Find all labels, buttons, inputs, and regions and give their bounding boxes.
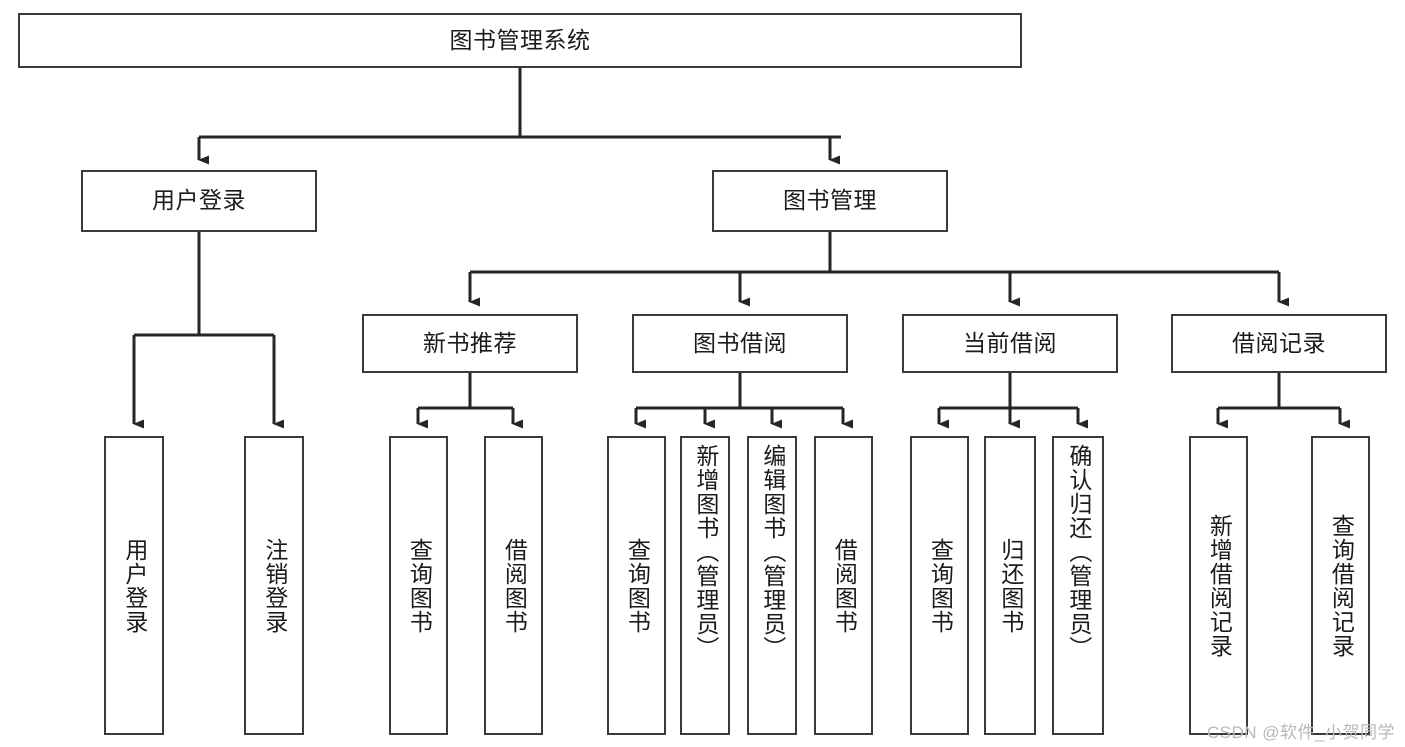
node-user-login-label: 用户登录 bbox=[152, 187, 246, 214]
node-new-book-recommend[interactable]: 新书推荐 bbox=[362, 314, 578, 373]
leaf-user-login-label: 用户登录 bbox=[121, 537, 148, 634]
leaf-borrow-book-recommend[interactable]: 借阅图书 bbox=[484, 436, 543, 735]
node-book-management-label: 图书管理 bbox=[783, 187, 877, 214]
leaf-query-book-borrow[interactable]: 查询图书 bbox=[607, 436, 666, 735]
leaf-query-book-recommend-label: 查询图书 bbox=[406, 537, 433, 634]
node-current-borrow-label: 当前借阅 bbox=[963, 329, 1057, 356]
leaf-borrow-book-recommend-label: 借阅图书 bbox=[501, 537, 528, 634]
leaf-logout-label: 注销登录 bbox=[261, 537, 288, 634]
leaf-return-book[interactable]: 归还图书 bbox=[984, 436, 1036, 735]
leaf-confirm-return-admin-label: 确认归还（管理员） bbox=[1065, 444, 1092, 660]
leaf-query-borrow-record[interactable]: 查询借阅记录 bbox=[1311, 436, 1370, 735]
leaf-borrow-book-label: 借阅图书 bbox=[831, 537, 858, 634]
leaf-add-book-admin-label: 新增图书（管理员） bbox=[692, 444, 719, 660]
leaf-query-book-current[interactable]: 查询图书 bbox=[910, 436, 969, 735]
node-borrow-record-label: 借阅记录 bbox=[1232, 329, 1326, 356]
node-current-borrow[interactable]: 当前借阅 bbox=[902, 314, 1118, 373]
leaf-query-borrow-record-label: 查询借阅记录 bbox=[1328, 513, 1355, 658]
leaf-query-book-recommend[interactable]: 查询图书 bbox=[389, 436, 448, 735]
node-root-label: 图书管理系统 bbox=[449, 26, 591, 53]
node-borrow-record[interactable]: 借阅记录 bbox=[1171, 314, 1387, 373]
leaf-add-book-admin[interactable]: 新增图书（管理员） bbox=[680, 436, 730, 735]
leaf-edit-book-admin-label: 编辑图书（管理员） bbox=[759, 444, 786, 660]
watermark-text: CSDN @软件_小贺同学 bbox=[1206, 723, 1395, 742]
connector-lines bbox=[132, 68, 1350, 429]
leaf-logout[interactable]: 注销登录 bbox=[244, 436, 304, 735]
node-book-borrow[interactable]: 图书借阅 bbox=[632, 314, 848, 373]
node-book-borrow-label: 图书借阅 bbox=[693, 329, 787, 356]
node-root-system[interactable]: 图书管理系统 bbox=[18, 13, 1022, 68]
node-book-management[interactable]: 图书管理 bbox=[712, 170, 948, 232]
leaf-confirm-return-admin[interactable]: 确认归还（管理员） bbox=[1052, 436, 1104, 735]
leaf-user-login[interactable]: 用户登录 bbox=[104, 436, 164, 735]
leaf-add-borrow-record[interactable]: 新增借阅记录 bbox=[1189, 436, 1248, 735]
leaf-query-book-borrow-label: 查询图书 bbox=[624, 537, 651, 634]
leaf-return-book-label: 归还图书 bbox=[997, 537, 1024, 634]
leaf-query-book-current-label: 查询图书 bbox=[927, 537, 954, 634]
node-new-book-recommend-label: 新书推荐 bbox=[423, 329, 517, 356]
leaf-borrow-book[interactable]: 借阅图书 bbox=[814, 436, 873, 735]
leaf-add-borrow-record-label: 新增借阅记录 bbox=[1206, 513, 1233, 658]
leaf-edit-book-admin[interactable]: 编辑图书（管理员） bbox=[747, 436, 797, 735]
node-user-login[interactable]: 用户登录 bbox=[81, 170, 317, 232]
